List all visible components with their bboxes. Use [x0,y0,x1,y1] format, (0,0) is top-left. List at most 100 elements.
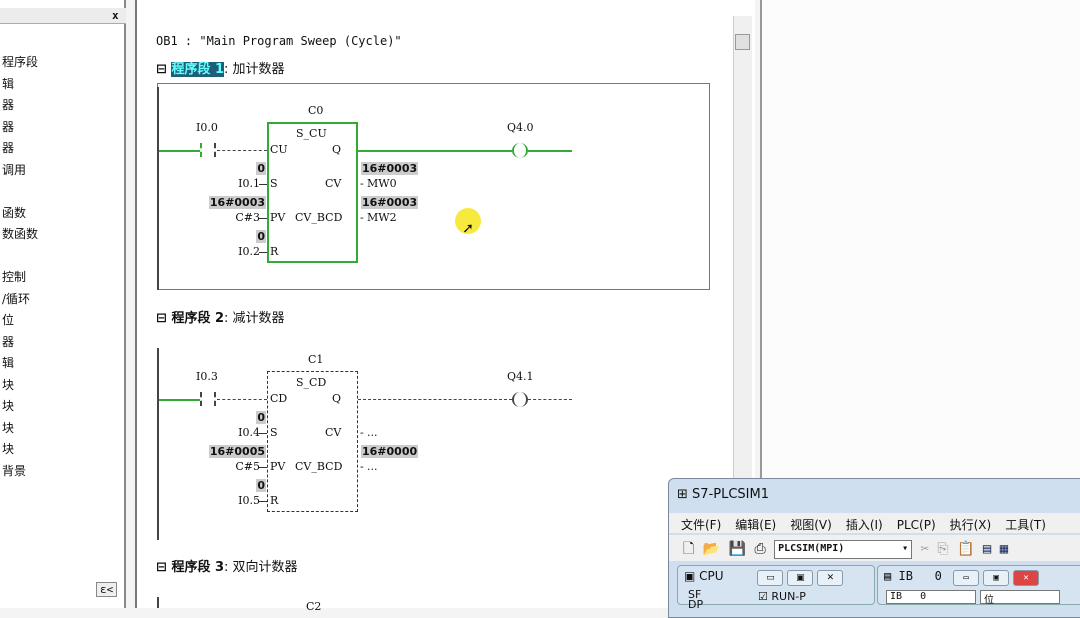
pin-label: Q [332,143,342,156]
pin-wire [259,433,267,434]
pin-label: Q [332,392,342,405]
coil-icon [512,143,528,158]
tree-item[interactable]: 块 [2,399,15,413]
menu-plc[interactable]: PLC(P) [896,518,936,532]
network-title: 双向计数器 [232,560,298,575]
network-header-1: ⊟ 程序段 1: 加计数器 [156,62,285,77]
menu-view[interactable]: 视图(V) [790,518,832,532]
access-select[interactable]: PLCSIM(MPI)▾ [774,539,913,559]
coil-icon [512,392,528,407]
pin-label: R [270,494,279,507]
ladder-editor[interactable] [135,0,755,608]
tree-item[interactable]: 背景 [2,463,27,478]
input-value: 0 [256,411,266,424]
collapse-icon[interactable]: ⊟ [156,62,167,77]
counter-block [267,122,358,263]
tree-item[interactable]: 器 [2,141,15,155]
menu-execute[interactable]: 执行(X) [949,518,992,532]
minimize-button[interactable]: ▭ [757,570,784,586]
input-value: 16#0005 [208,445,266,458]
pin-wire [259,252,267,253]
run-p-checkbox[interactable]: ☑ [758,590,768,603]
maximize-button[interactable]: ▣ [983,570,1010,586]
new-icon[interactable]: 🗋 [683,541,695,557]
output-operand: MW2 [367,211,397,224]
menu-tools[interactable]: 工具(T) [1005,518,1046,532]
output-value: 16#0003 [361,196,419,209]
counter-type: S_CU [296,127,327,140]
ib-format-select[interactable]: 位 [980,590,1060,606]
tree-item[interactable]: 辑 [2,356,15,370]
copy-icon[interactable]: ⎘ [937,541,949,557]
tree-item[interactable]: /循环 [2,291,31,306]
tree-item[interactable]: 辑 [2,76,15,91]
run-p-label: RUN-P [771,590,806,603]
menu-edit[interactable]: 编辑(E) [735,518,777,532]
contact-address: I0.0 [196,121,218,134]
network-number[interactable]: 程序段 3 [171,560,225,575]
panel-tab[interactable]: ε< [96,582,118,597]
network-number[interactable]: 程序段 1 [171,62,225,77]
tree-item[interactable]: 函数 [2,205,27,220]
output-dash: - [360,460,364,473]
cut-icon[interactable]: ✂ [920,541,929,557]
tree-item[interactable]: 块 [2,377,15,392]
minimize-button[interactable]: ▭ [953,570,980,586]
tree-item[interactable]: 器 [2,98,15,112]
plcsim-window[interactable]: ⊞ S7-PLCSIM1 文件(F) 编辑(E) 视图(V) 插入(I) PLC(P) 执… [668,478,1080,618]
plcsim-title-bar: ⊞ S7-PLCSIM1 [677,487,769,502]
menu-file[interactable]: 文件(F) [681,518,722,532]
close-icon[interactable]: x [112,9,119,22]
input-value: 0 [256,162,266,175]
open-icon[interactable]: 📂 [702,541,721,557]
panel-header [0,8,126,24]
network-header-2: ⊟ 程序段 2: 减计数器 [156,311,285,326]
network-number[interactable]: 程序段 2 [171,311,225,326]
close-button[interactable]: ✕ [817,570,844,586]
ib-address-field[interactable]: IB 0 [886,590,976,604]
pin-label: S [270,426,278,439]
ib-address: 0 [934,569,942,583]
input-operand: I0.1 [238,177,260,190]
output-value: 16#0003 [361,162,419,175]
menu-insert[interactable]: 插入(I) [845,518,883,532]
pin-label: CU [270,143,288,156]
maximize-button[interactable]: ▣ [787,570,814,586]
led-sf: SF [688,588,702,601]
plcsim-title: S7-PLCSIM1 [692,487,769,502]
tree-item[interactable]: 调用 [2,162,27,177]
tile-icon[interactable]: ▦ [999,541,1009,557]
save-icon[interactable]: 💾 [728,541,747,557]
tree-item[interactable]: 程序段 [2,55,39,69]
close-button[interactable]: ✕ [1013,570,1040,586]
rung-wire [159,150,200,152]
ib-window[interactable]: ▤ IB 0 ▭▣✕ IB 0 位 [877,565,1080,606]
tree-item[interactable]: 位 [2,313,15,327]
print-icon[interactable]: ⎙ [754,541,766,557]
mouse-pointer-icon: ➚ [463,219,473,238]
ib-field-value: 0 [920,591,927,602]
rung-wire [217,399,267,400]
counter-address: C2 [306,600,322,613]
tree-item[interactable]: 器 [2,334,15,349]
scrollbar-thumb[interactable] [735,34,750,50]
counter-block [267,371,358,512]
tree-item[interactable]: 块 [2,442,15,456]
tree-item[interactable]: 数函数 [2,227,39,241]
collapse-icon[interactable]: ⊟ [156,560,167,575]
cascade-icon[interactable]: ▤ [982,541,992,557]
tree-item[interactable]: 器 [2,119,15,134]
network-header-3: ⊟ 程序段 3: 双向计数器 [156,560,298,575]
power-rail [157,597,159,608]
counter-address: C0 [308,104,324,117]
pin-label: S [270,177,278,190]
tree-item[interactable]: 块 [2,420,15,435]
output-dash: - [360,426,364,439]
tree-item[interactable]: 控制 [2,270,27,284]
vertical-scrollbar[interactable] [733,16,752,608]
paste-icon[interactable]: 📋 [957,541,975,557]
collapse-icon[interactable]: ⊟ [156,311,167,326]
pin-label: PV [270,460,286,473]
input-operand: C#3 [235,211,260,224]
